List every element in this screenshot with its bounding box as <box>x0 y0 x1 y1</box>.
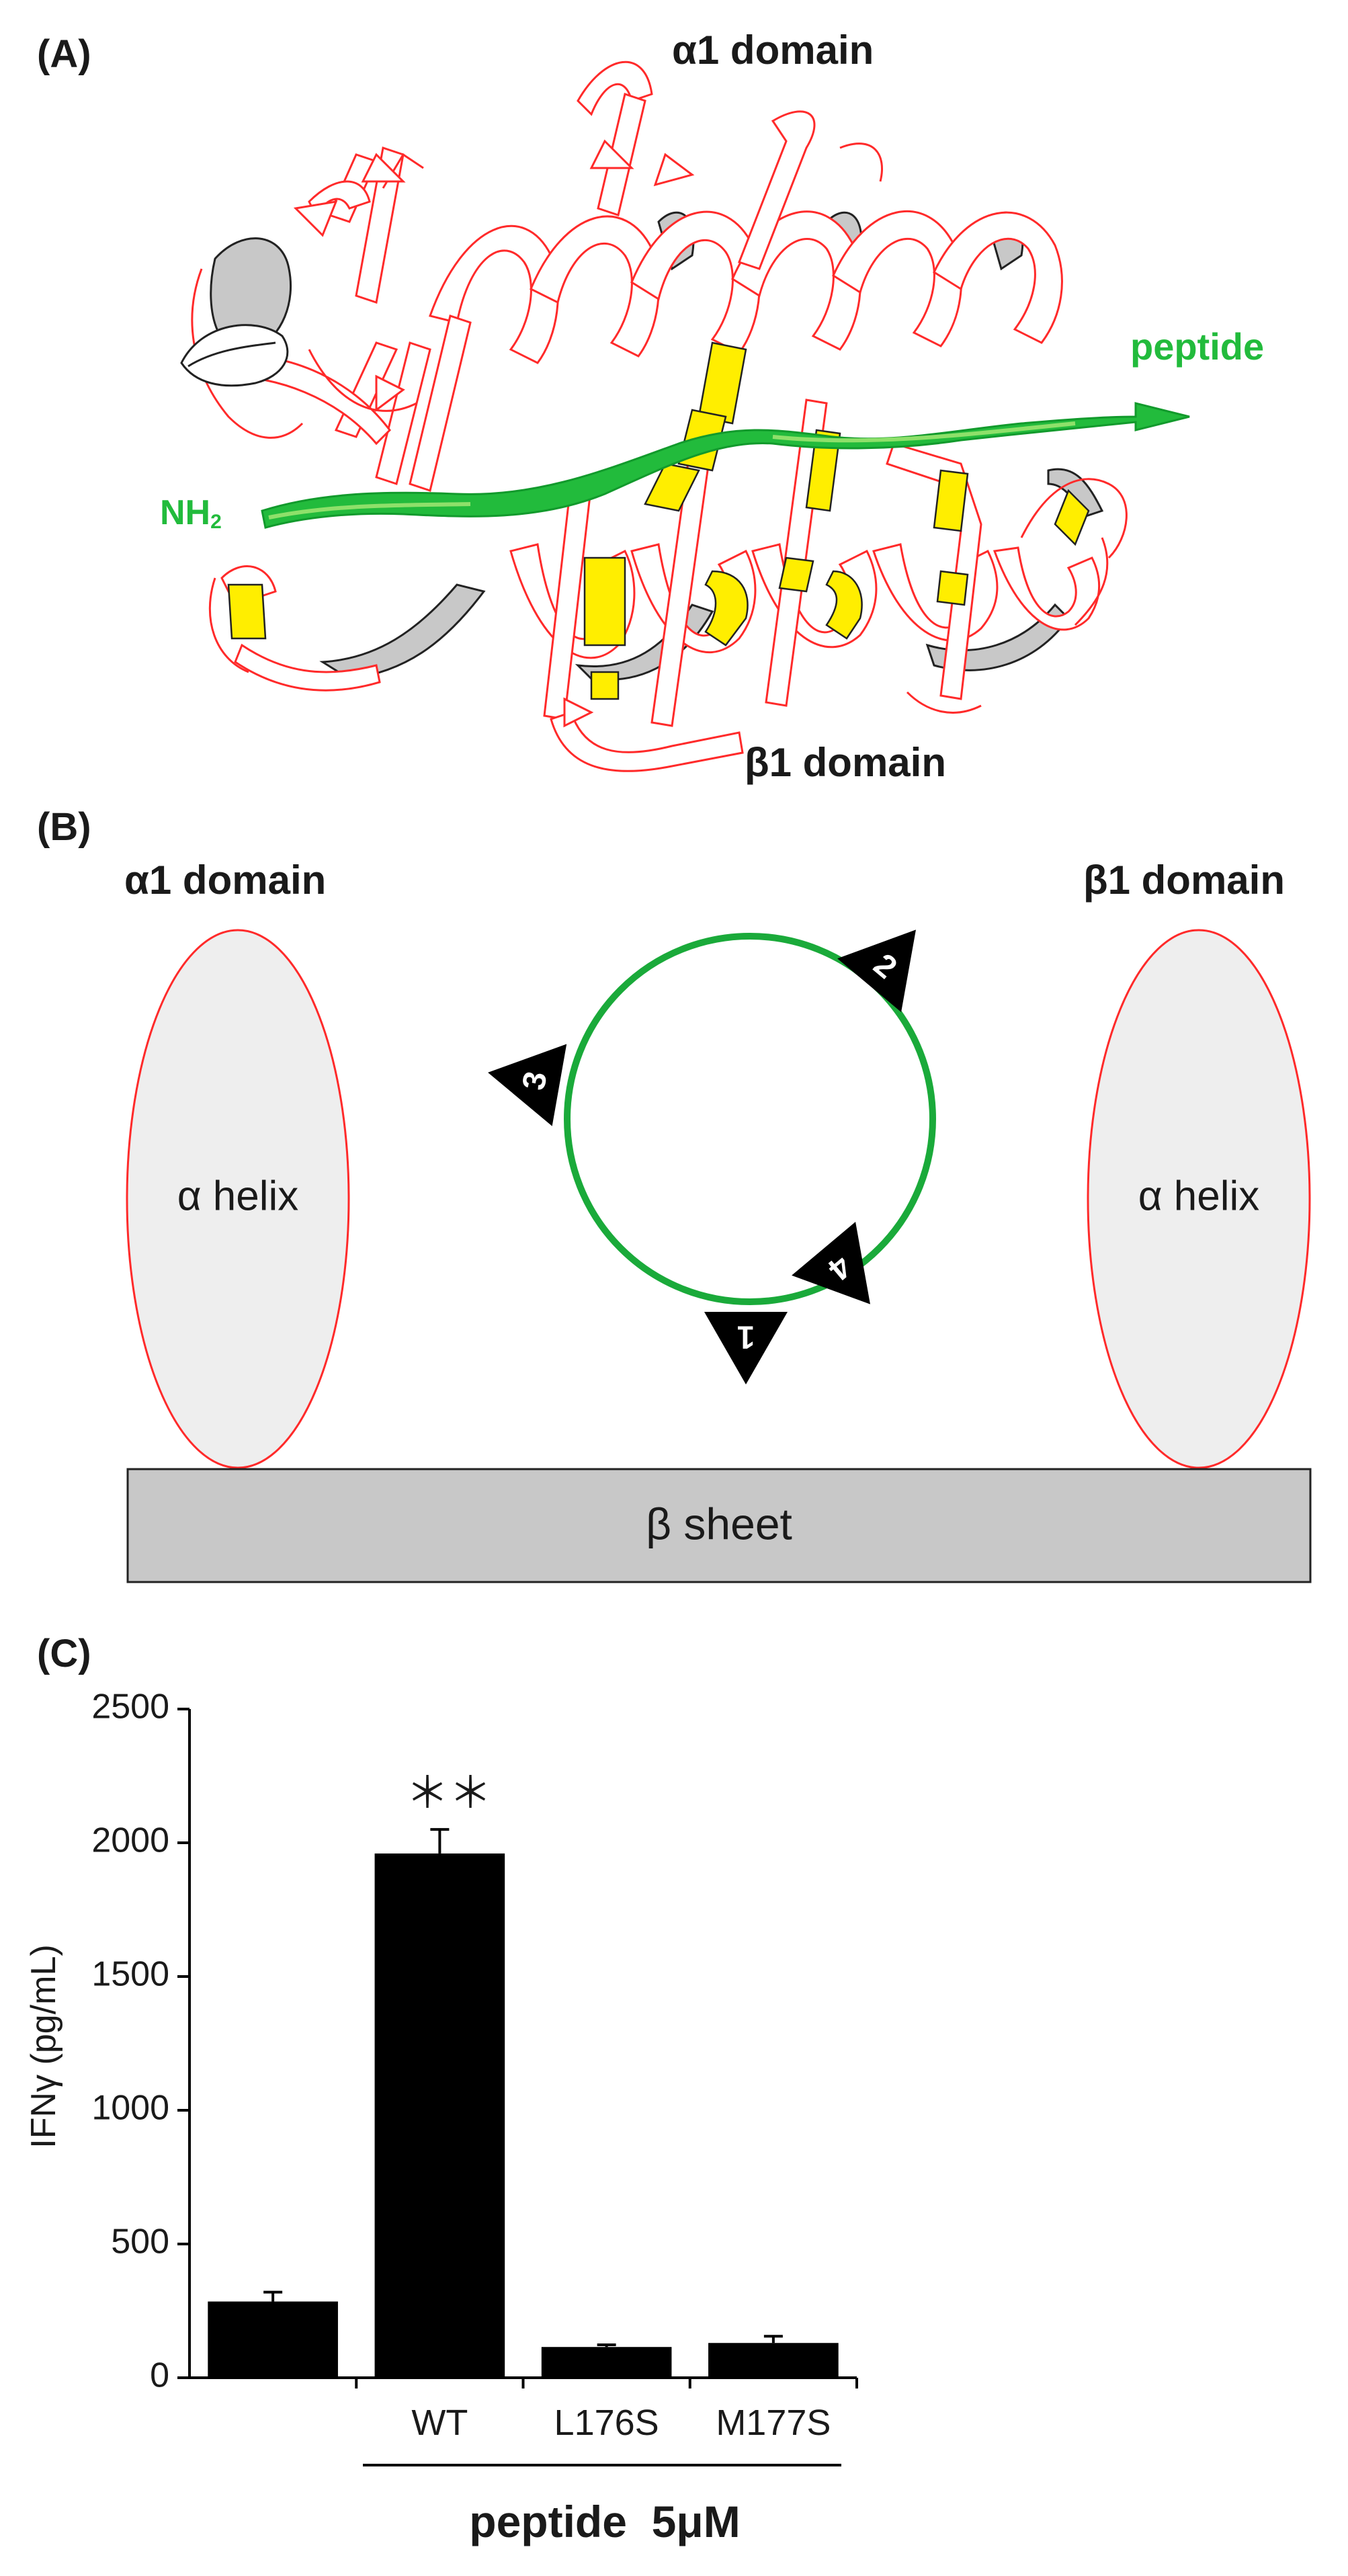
group-label: peptide 5μM <box>469 2497 740 2546</box>
beta1-domain-label-b: β1 domain <box>1083 858 1285 903</box>
pocket-marker-1: 1 <box>704 1312 788 1384</box>
bar <box>208 2301 338 2378</box>
left-alpha-helix-ellipse <box>126 929 350 1469</box>
y-tick-label: 2000 <box>91 1821 169 1860</box>
loop-lines <box>191 142 1128 714</box>
panel-a-label: (A) <box>37 32 91 76</box>
y-tick-label: 0 <box>150 2356 169 2395</box>
pocket-marker-3: 3 <box>488 1044 567 1126</box>
pocket-marker-2: 2 <box>837 929 916 1012</box>
panel-b: (B) α1 domain β1 domain α helix α helix … <box>37 805 1312 1583</box>
nh2-label: NH2 <box>160 493 222 533</box>
contact-residues <box>227 341 1090 700</box>
x-tick-label: L176S <box>554 2403 659 2443</box>
bar <box>708 2343 839 2378</box>
y-tick-label: 500 <box>111 2222 169 2261</box>
y-tick-label: 1500 <box>91 1955 169 1994</box>
peptide-cross-section <box>564 933 936 1305</box>
bar <box>374 1853 505 2378</box>
peptide-ribbon <box>261 402 1190 529</box>
panel-c-label: (C) <box>37 1632 91 1675</box>
right-alpha-helix-label: α helix <box>1138 1173 1260 1219</box>
alpha1-beta-strands <box>220 60 816 492</box>
beta1-domain-label-a: β1 domain <box>745 740 946 785</box>
left-loop <box>180 324 289 387</box>
pocket-marker-4: 4 <box>792 1222 870 1304</box>
bar <box>541 2347 672 2378</box>
peptide-label: peptide <box>1130 325 1264 368</box>
y-tick-label: 1000 <box>91 2089 169 2128</box>
right-alpha-helix-ellipse <box>1087 929 1311 1469</box>
y-tick-label: 2500 <box>91 1688 169 1727</box>
svg-text:1: 1 <box>737 1319 755 1354</box>
significance-marker: ＊＊ <box>406 1769 492 1817</box>
alpha1-helix-ribbon <box>429 210 1063 364</box>
alpha1-domain-label-b: α1 domain <box>124 858 326 903</box>
panel-a: (A) α1 domain <box>37 28 1264 785</box>
x-tick-label: M177S <box>716 2403 831 2443</box>
panel-b-label: (B) <box>37 805 91 849</box>
beta-sheet-label: β sheet <box>646 1499 792 1548</box>
strand-arrowheads <box>293 139 695 728</box>
alpha1-domain-label-a: α1 domain <box>672 28 874 73</box>
beta-sheet-bar <box>126 1468 1312 1583</box>
left-alpha-helix-label: α helix <box>177 1173 299 1219</box>
x-tick-label: WT <box>411 2403 468 2443</box>
y-axis-label: IFNγ (pg/mL) <box>24 1944 63 2148</box>
